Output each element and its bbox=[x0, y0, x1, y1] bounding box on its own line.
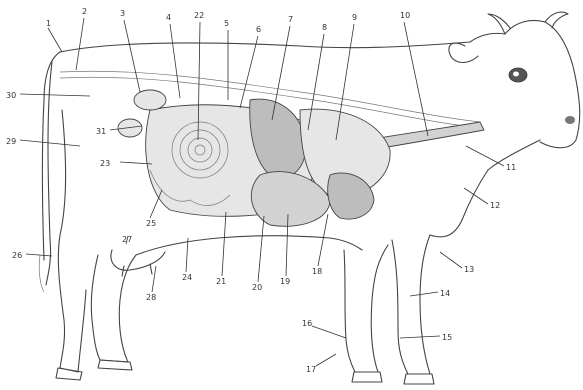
label-4: 4 bbox=[166, 13, 171, 22]
label-23: 23 bbox=[100, 159, 110, 168]
label-5: 5 bbox=[224, 19, 229, 28]
label-18: 18 bbox=[312, 267, 322, 276]
label-30: 30 bbox=[6, 91, 16, 100]
label-24: 24 bbox=[182, 273, 192, 282]
label-11: 11 bbox=[506, 163, 516, 172]
internal-organs bbox=[60, 71, 484, 226]
label-7: 7 bbox=[288, 15, 293, 24]
label-13: 13 bbox=[464, 265, 474, 274]
label-9: 9 bbox=[352, 13, 357, 22]
label-21: 21 bbox=[216, 277, 226, 286]
label-17: 17 bbox=[306, 365, 316, 374]
label-19: 19 bbox=[280, 277, 290, 286]
label-22: 22 bbox=[194, 11, 204, 20]
label-6: 6 bbox=[256, 25, 261, 34]
label-14: 14 bbox=[440, 289, 450, 298]
label-15: 15 bbox=[442, 333, 452, 342]
label-20: 20 bbox=[252, 283, 262, 292]
label-3: 3 bbox=[120, 9, 125, 18]
label-12: 12 bbox=[490, 201, 500, 210]
label-27: 27 bbox=[122, 235, 132, 244]
label-16: 16 bbox=[302, 319, 312, 328]
label-26: 26 bbox=[12, 251, 22, 260]
label-29: 29 bbox=[6, 137, 16, 146]
label-28: 28 bbox=[146, 293, 156, 302]
label-10: 10 bbox=[400, 11, 410, 20]
label-1: 1 bbox=[46, 19, 51, 28]
label-25: 25 bbox=[146, 219, 156, 228]
label-31: 31 bbox=[96, 127, 106, 136]
label-2: 2 bbox=[82, 7, 87, 16]
label-8: 8 bbox=[322, 23, 327, 32]
